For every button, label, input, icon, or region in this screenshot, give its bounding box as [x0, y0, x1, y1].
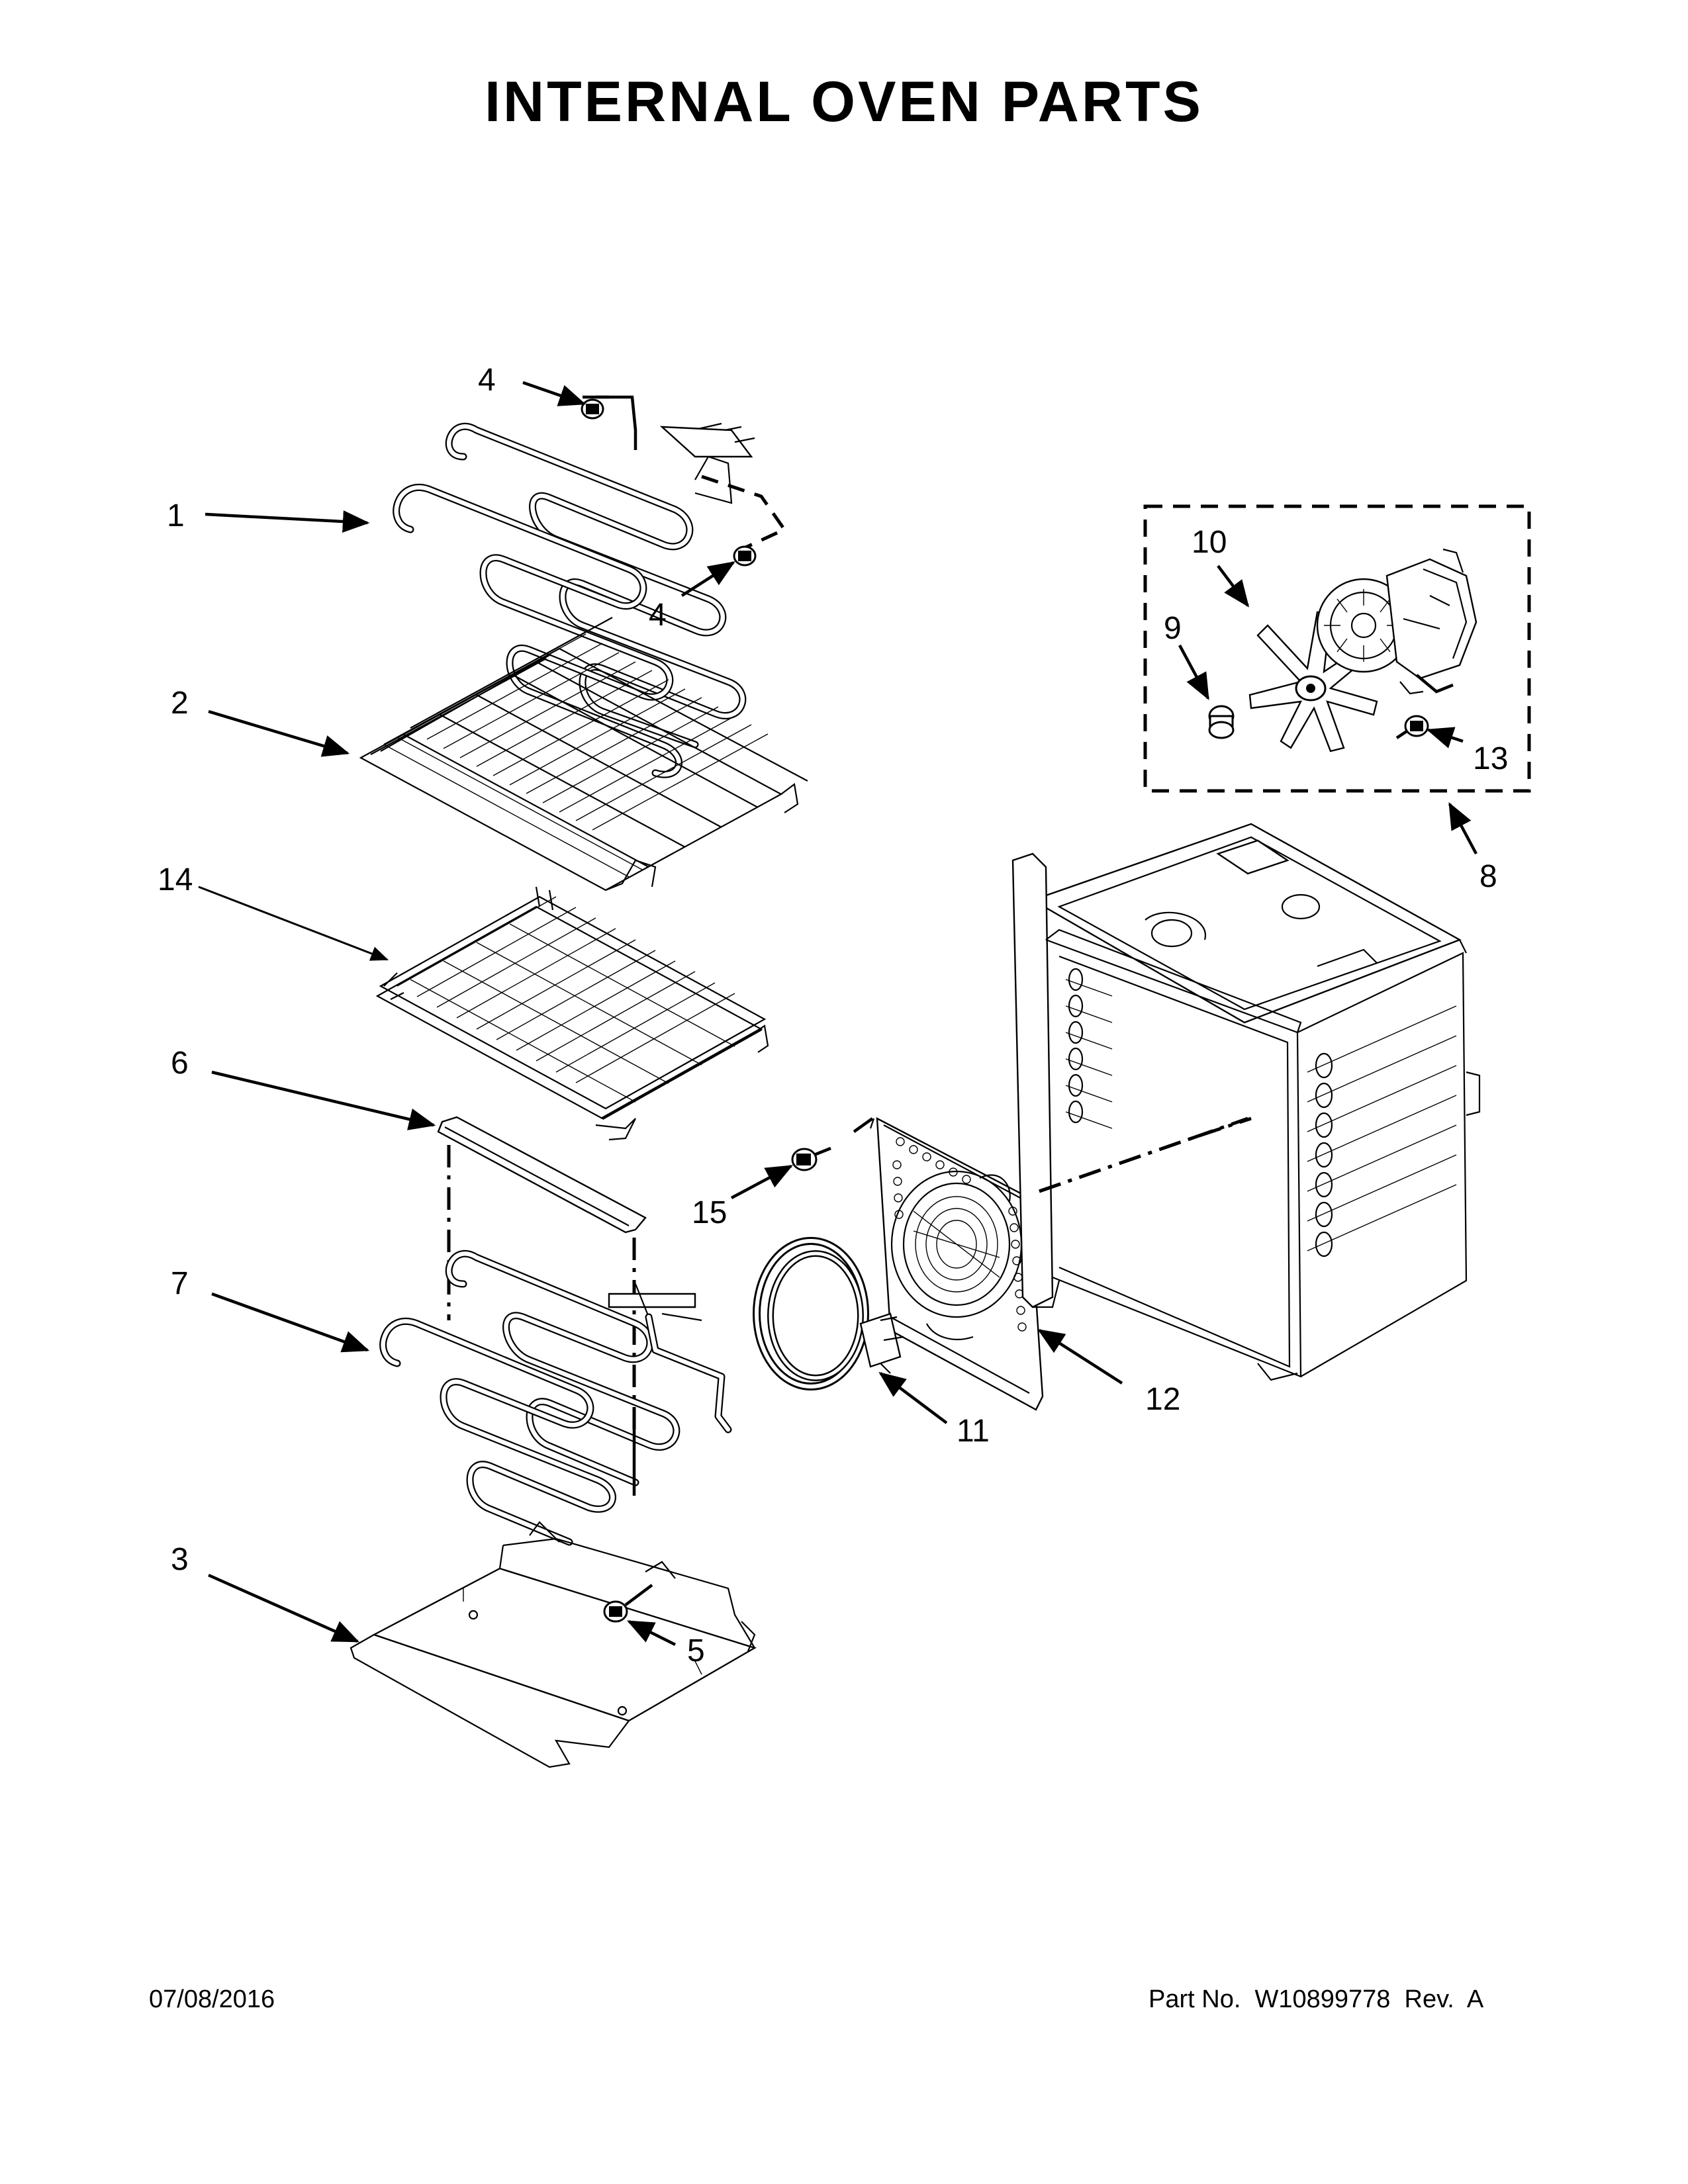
- oven-cavity: [1011, 823, 1481, 1381]
- convection-cover: [853, 1116, 1050, 1411]
- leader-arrows: [198, 381, 1477, 1647]
- fan-motor: [1316, 548, 1477, 695]
- cover-vent-holes: [892, 1137, 1027, 1332]
- callout-6: 6: [171, 1046, 189, 1081]
- slide-rack-grid: [397, 896, 735, 1103]
- convection-motor-assembly: [1143, 504, 1531, 793]
- sliding-rack: [375, 886, 769, 1141]
- footer-date: 07/08/2016: [149, 1985, 275, 2013]
- callout-13: 13: [1473, 741, 1508, 776]
- callout-11: 11: [957, 1414, 990, 1449]
- bake-element: [379, 1250, 732, 1546]
- cover-screw: [791, 1146, 831, 1171]
- convection-element: [753, 1237, 904, 1390]
- callout-8: 8: [1479, 859, 1497, 894]
- callout-9: 9: [1164, 611, 1182, 646]
- callout-5: 5: [687, 1633, 705, 1668]
- footer-part-number: Part No. W10899778 Rev. A: [1149, 1985, 1484, 2013]
- cavity-rack-supports-right: [1307, 1005, 1457, 1257]
- callout-14: 14: [158, 862, 193, 897]
- oven-rack: [359, 617, 808, 891]
- callout-12: 12: [1145, 1382, 1180, 1417]
- cavity-rack-supports-left: [1065, 968, 1113, 1129]
- assembly-line-cover: [1039, 1116, 1252, 1193]
- oven-bottom-panel: [350, 1521, 757, 1768]
- callout-10: 10: [1192, 525, 1227, 560]
- fan-nut: [1208, 705, 1235, 739]
- screw-lower: [733, 545, 757, 567]
- vent-trim: [437, 1116, 647, 1430]
- panel-screw: [603, 1584, 653, 1623]
- callout-4-upper: 4: [478, 363, 496, 398]
- callout-4-lower: 4: [649, 598, 667, 633]
- callout-7: 7: [171, 1266, 189, 1301]
- callout-3: 3: [171, 1542, 189, 1577]
- fan-blade: [1248, 611, 1378, 752]
- callout-1: 1: [167, 498, 185, 533]
- callout-15: 15: [692, 1195, 727, 1230]
- page-title: INTERNAL OVEN PARTS: [485, 70, 1203, 134]
- motor-screw: [1395, 715, 1429, 739]
- rack-cross-wires: [383, 633, 769, 878]
- screw-upper: [581, 395, 609, 420]
- broil-element: [393, 395, 787, 778]
- callout-2: 2: [171, 686, 189, 721]
